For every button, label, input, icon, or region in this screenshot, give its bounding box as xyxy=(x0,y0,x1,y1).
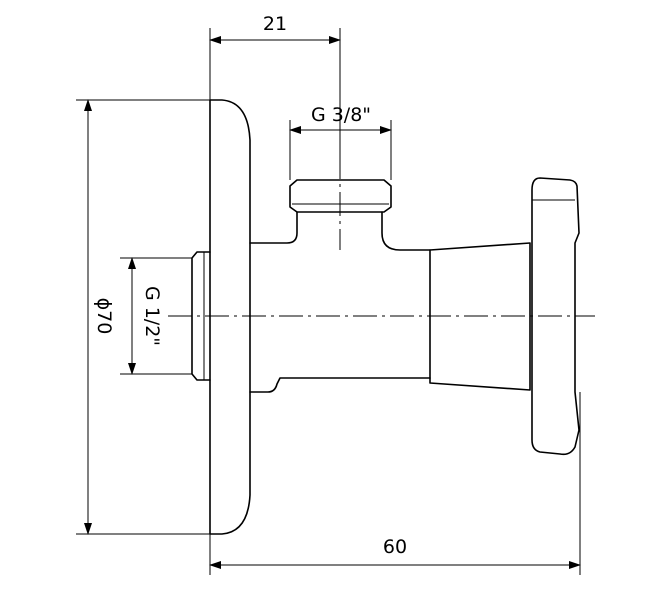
wall-rosette-outline xyxy=(209,99,251,535)
dimension-text-g12: G 1/2" xyxy=(141,286,163,346)
outlet-thread xyxy=(289,179,392,213)
dimension-text-g38: G 3/8" xyxy=(311,104,371,126)
handle-knob xyxy=(531,177,580,456)
dimension-text-60: 60 xyxy=(383,536,407,558)
dimension-text-d70: ϕ70 xyxy=(93,298,115,335)
valve-body-outline xyxy=(249,211,431,393)
dimension-text-21: 21 xyxy=(263,13,287,35)
